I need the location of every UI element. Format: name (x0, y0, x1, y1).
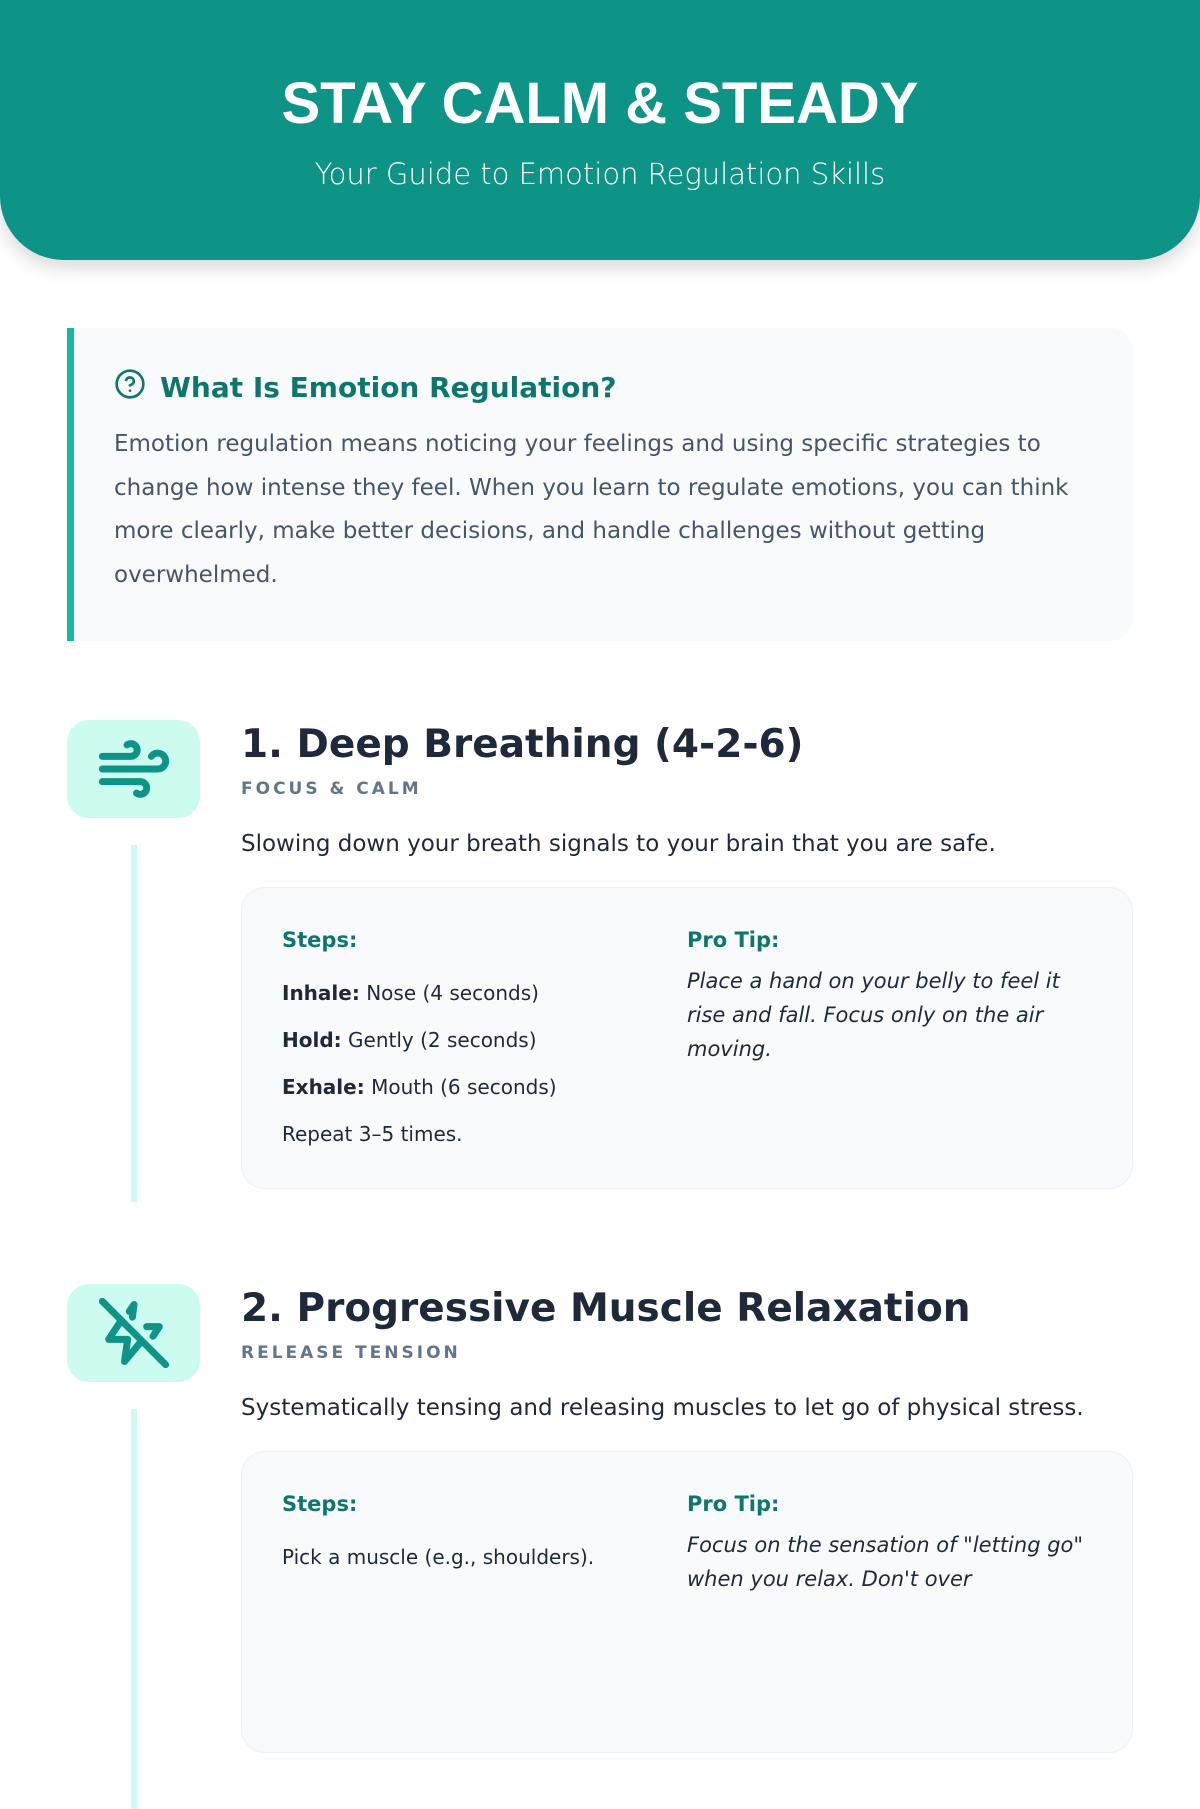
step-item: Inhale: Nose (4 seconds) (282, 981, 539, 1005)
zap-off-icon (67, 1284, 200, 1382)
section-subtitle: RELEASE TENSION (241, 1343, 461, 1363)
details-card: Steps: Pick a muscle (e.g., shoulders). … (241, 1451, 1133, 1753)
tip-label: Pro Tip: (687, 928, 780, 952)
section-subtitle: FOCUS & CALM (241, 779, 422, 799)
intro-card: What Is Emotion Regulation? Emotion regu… (67, 328, 1133, 641)
timeline-line (131, 845, 137, 1202)
question-circle-icon (114, 368, 146, 407)
page-subtitle: Your Guide to Emotion Regulation Skills (314, 157, 886, 191)
section-description: Systematically tensing and releasing mus… (241, 1395, 1084, 1421)
wind-icon (67, 720, 200, 818)
intro-title: What Is Emotion Regulation? (160, 371, 617, 404)
page-title: STAY CALM & STEADY (281, 71, 919, 136)
section-title: 2. Progressive Muscle Relaxation (241, 1286, 971, 1331)
tip-label: Pro Tip: (687, 1492, 780, 1516)
step-item: Exhale: Mouth (6 seconds) (282, 1075, 557, 1099)
steps-label: Steps: (282, 1492, 358, 1516)
intro-body: Emotion regulation means noticing your f… (114, 431, 1069, 588)
details-card: Steps: Inhale: Nose (4 seconds) Hold: Ge… (241, 887, 1133, 1189)
tip-text: Focus on the sensation of "letting go" w… (687, 1533, 1084, 1591)
step-item: Repeat 3–5 times. (282, 1122, 463, 1146)
timeline-line (131, 1409, 137, 1809)
header: STAY CALM & STEADY Your Guide to Emotion… (0, 0, 1200, 260)
tip-text: Place a hand on your belly to feel it ri… (687, 969, 1060, 1061)
step-item: Pick a muscle (e.g., shoulders). (282, 1545, 595, 1569)
step-item: Hold: Gently (2 seconds) (282, 1028, 537, 1052)
steps-label: Steps: (282, 928, 358, 952)
section-title: 1. Deep Breathing (4-2-6) (241, 722, 804, 767)
section-description: Slowing down your breath signals to your… (241, 831, 996, 857)
